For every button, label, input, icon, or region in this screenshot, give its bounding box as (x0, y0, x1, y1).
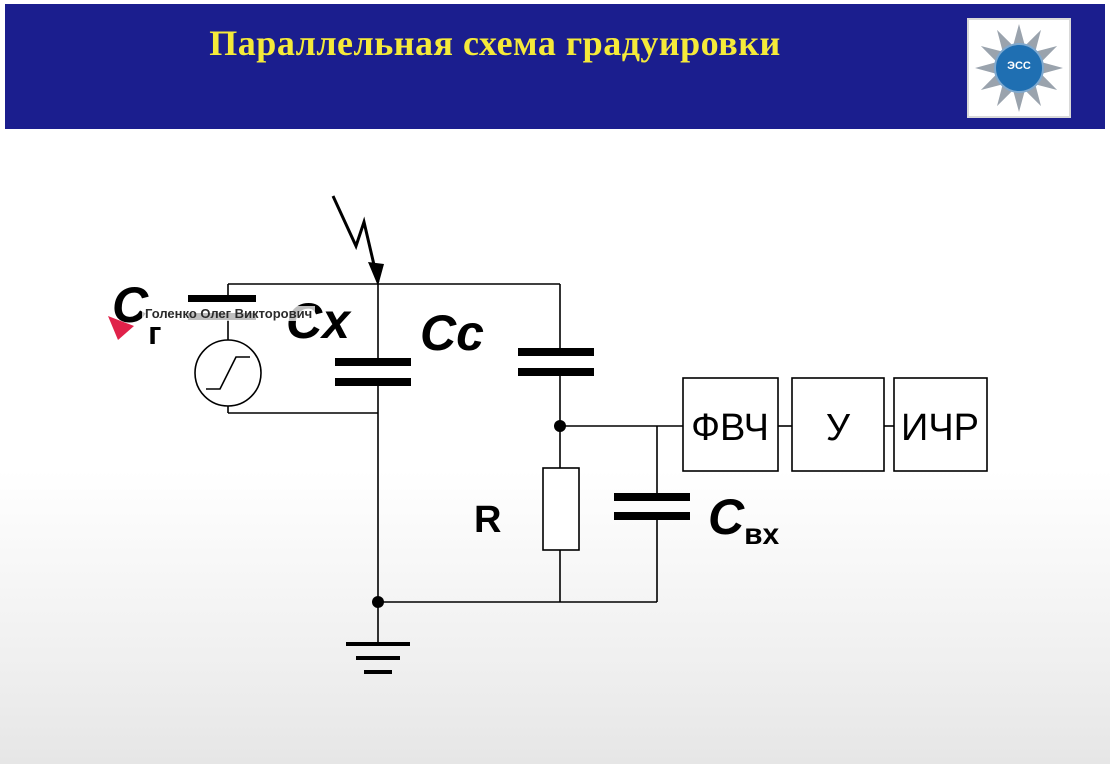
capacitor-cx-plate-top (335, 358, 411, 366)
step-waveform-icon (206, 356, 250, 390)
capacitor-cvx-plate-bottom (614, 512, 690, 520)
junction-dot-ground (372, 596, 384, 608)
capacitor-cx-plate-bottom (335, 378, 411, 386)
logo-text: ЭСС (1007, 60, 1031, 72)
capacitor-cc-plate-bottom (518, 368, 594, 376)
discharge-arrow-icon (331, 195, 380, 283)
slide-header: Параллельная схема градуировки (5, 4, 1105, 129)
block-high-pass-filter: ФВЧ (682, 377, 779, 472)
block-amplifier: У (791, 377, 885, 472)
label-cc: Cc (420, 305, 484, 361)
slide-title: Параллельная схема градуировки (209, 23, 781, 63)
label-r: R (474, 499, 501, 541)
junction-dot-signal (554, 420, 566, 432)
block-ichr-label: ИЧР (901, 407, 979, 449)
ground-plate-1 (346, 642, 410, 646)
label-cg: Cг (112, 277, 161, 351)
ground-plate-3 (364, 670, 392, 674)
block-fvch-label: ФВЧ (691, 407, 769, 449)
sun-logo-icon (975, 24, 1063, 112)
capacitor-cg-plate-top (188, 295, 256, 302)
label-cx: Cx (286, 293, 352, 349)
presenter-name-overlay: Голенко Олег Викторович (142, 306, 316, 321)
company-logo: ЭСС (967, 18, 1071, 118)
block-u-label: У (826, 407, 851, 449)
discharge-arrow-head-icon (368, 262, 384, 286)
capacitor-cvx-plate-top (614, 493, 690, 501)
block-pd-meter: ИЧР (893, 377, 988, 472)
resistor-r (542, 467, 580, 551)
pointer-cursor-icon (108, 316, 134, 340)
capacitor-cc-plate-top (518, 348, 594, 356)
label-cvx: Cвх (708, 489, 780, 551)
ground-plate-2 (356, 656, 400, 660)
